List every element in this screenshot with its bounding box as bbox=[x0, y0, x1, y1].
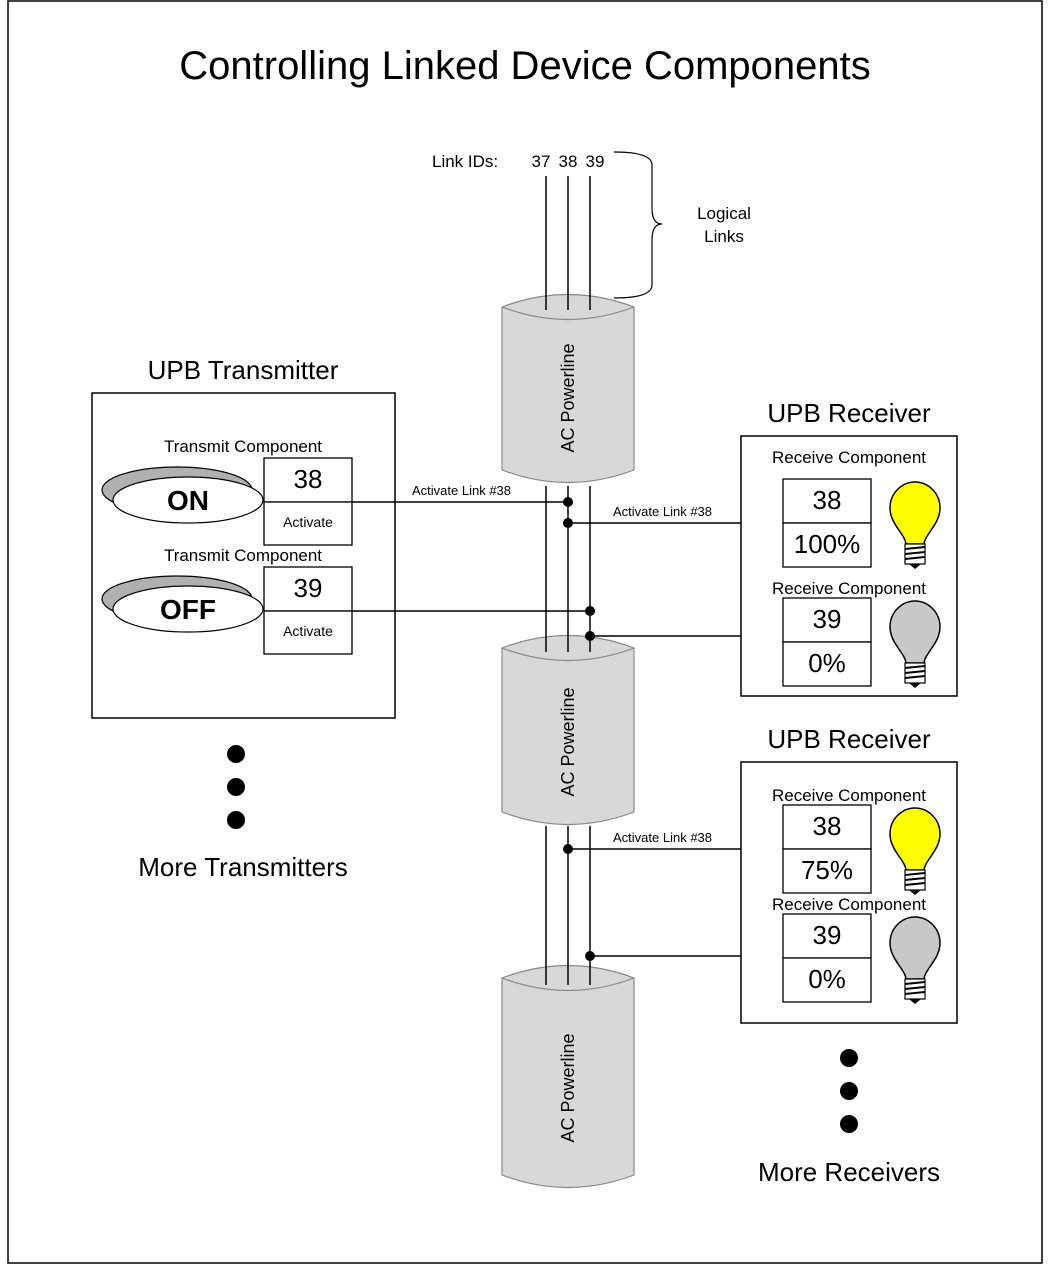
receive-arrow-label-1: Activate Link #38 bbox=[613, 504, 712, 519]
unlit-bulb-icon bbox=[889, 916, 941, 1004]
transmit-component-1: Transmit Component ON 38 Activate bbox=[101, 437, 353, 546]
transmit-link-id: 38 bbox=[294, 464, 323, 494]
receive-arrow-label-2: Activate Link #38 bbox=[613, 830, 712, 845]
receive-level: 100% bbox=[794, 529, 861, 559]
on-switch-label: ON bbox=[167, 485, 209, 516]
powerline-segment-3: AC Powerline bbox=[501, 964, 635, 1189]
receive-level: 75% bbox=[801, 855, 853, 885]
receive-level: 0% bbox=[808, 648, 846, 678]
transmit-action: Activate bbox=[283, 514, 333, 530]
on-switch-button[interactable]: ON bbox=[101, 466, 264, 524]
link-id-37: 37 bbox=[532, 152, 551, 171]
transmit-component-heading: Transmit Component bbox=[164, 546, 322, 565]
link-id-39: 39 bbox=[586, 152, 605, 171]
receiver-title: UPB Receiver bbox=[767, 724, 931, 754]
transmit-connectors bbox=[352, 501, 590, 612]
receive-link-id: 38 bbox=[813, 485, 842, 515]
transmit-arrow-label: Activate Link #38 bbox=[412, 483, 511, 498]
logical-links-label-line1: Logical bbox=[697, 204, 751, 223]
powerline-label: AC Powerline bbox=[558, 687, 578, 796]
transmit-component-heading: Transmit Component bbox=[164, 437, 322, 456]
receive-link-id: 39 bbox=[813, 920, 842, 950]
receive-component-heading: Receive Component bbox=[772, 786, 926, 805]
off-switch-label: OFF bbox=[160, 594, 216, 625]
lit-bulb-icon bbox=[889, 807, 941, 895]
powerline-label: AC Powerline bbox=[558, 343, 578, 452]
more-receivers-ellipsis bbox=[840, 1049, 858, 1133]
page-title: Controlling Linked Device Components bbox=[179, 44, 870, 88]
receive-component-2b: Receive Component 39 0% bbox=[772, 895, 941, 1004]
receive-component-1b: Receive Component 39 0% bbox=[772, 579, 941, 688]
receive-component-1a: Receive Component 38 100% bbox=[772, 448, 941, 569]
junction-dots bbox=[563, 497, 595, 961]
more-receivers-label: More Receivers bbox=[758, 1157, 940, 1187]
receive-component-heading: Receive Component bbox=[772, 579, 926, 598]
transmitter-box bbox=[91, 392, 396, 719]
powerline-segment-1: AC Powerline bbox=[501, 293, 635, 484]
receive-component-heading: Receive Component bbox=[772, 895, 926, 914]
receiver-title: UPB Receiver bbox=[767, 398, 931, 428]
logical-links-label-line2: Links bbox=[704, 227, 744, 246]
receive-link-id: 38 bbox=[813, 811, 842, 841]
more-transmitters-ellipsis bbox=[227, 745, 245, 829]
unlit-bulb-icon bbox=[889, 600, 941, 688]
transmit-component-2: Transmit Component OFF 39 Activate bbox=[101, 546, 353, 655]
more-transmitters-label: More Transmitters bbox=[138, 852, 348, 882]
powerline-segment-2: AC Powerline bbox=[501, 634, 635, 826]
receive-link-id: 39 bbox=[813, 604, 842, 634]
receive-component-heading: Receive Component bbox=[772, 448, 926, 467]
logical-links-brace bbox=[613, 151, 663, 299]
transmitter-title: UPB Transmitter bbox=[148, 355, 339, 385]
transmit-action: Activate bbox=[283, 623, 333, 639]
powerline-label: AC Powerline bbox=[558, 1033, 578, 1142]
link-ids-label: Link IDs: bbox=[432, 152, 498, 171]
receive-level: 0% bbox=[808, 964, 846, 994]
lit-bulb-icon bbox=[889, 481, 941, 569]
transmit-link-id: 39 bbox=[294, 573, 323, 603]
receive-component-2a: Receive Component 38 75% bbox=[772, 786, 941, 895]
link-id-38: 38 bbox=[559, 152, 578, 171]
off-switch-button[interactable]: OFF bbox=[101, 575, 264, 633]
